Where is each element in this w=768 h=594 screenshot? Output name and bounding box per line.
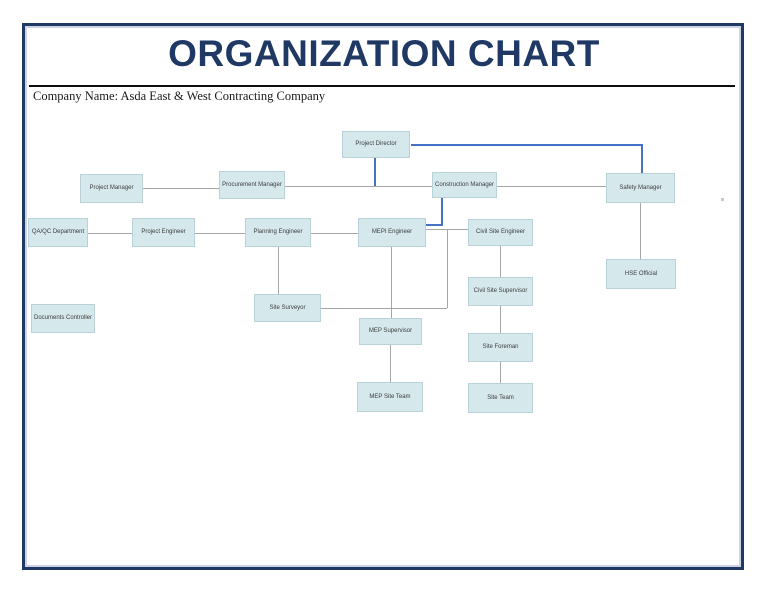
org-node-label: Project Manager	[89, 185, 134, 191]
org-node-label: Project Engineer	[141, 229, 186, 235]
connector-site-foreman--site-team	[500, 362, 501, 383]
connector-junction-drop	[447, 229, 448, 308]
org-node-label: Site Surveyor	[269, 304, 306, 311]
org-node-site-foreman: Site Foreman	[468, 333, 533, 362]
company-name-line: Company Name: Asda East & West Contracti…	[33, 89, 326, 103]
connector-civil-site-supervisor--site-foreman	[500, 306, 501, 333]
dot-artifact	[721, 198, 724, 201]
org-node-label: Project Director	[355, 141, 397, 147]
connector-civil-site-engineer--civil-site-supervisor	[500, 246, 501, 277]
page-title: ORGANIZATION CHART	[168, 33, 600, 74]
org-node-safety-manager: Safety Manager	[606, 173, 675, 203]
connector-construction-manager--mepi-h	[426, 224, 443, 226]
org-node-label: Site Team	[487, 394, 514, 401]
org-node-label: QA/QC Department	[31, 229, 85, 235]
org-node-label: MEPI Engineer	[371, 229, 413, 235]
org-node-project-director: Project Director	[342, 131, 410, 158]
page-border-frame	[22, 23, 744, 570]
org-node-construction-manager: Construction Manager	[432, 172, 497, 198]
org-node-civil-site-engineer: Civil Site Engineer	[468, 219, 533, 246]
org-node-label: Planning Engineer	[253, 229, 303, 235]
org-node-project-manager: Project Manager	[80, 174, 143, 203]
connector-safety-manager--hse-official	[640, 203, 641, 259]
org-node-planning-engineer: Planning Engineer	[245, 218, 311, 247]
org-node-label: Site Foreman	[482, 344, 519, 350]
org-node-mepi-engineer: MEPI Engineer	[358, 218, 426, 247]
org-node-label: Construction Manager	[434, 181, 495, 188]
org-node-civil-site-supervisor: Civil Site Supervisor	[468, 277, 533, 306]
connector-procurement-manager--construction-manager	[285, 186, 432, 187]
connector-construction-manager--safety-manager	[497, 186, 606, 187]
org-node-site-team: Site Team	[468, 383, 533, 413]
org-node-hse-official: HSE Official	[606, 259, 676, 289]
connector-project-director--safety-manager-v	[641, 144, 643, 173]
connector-planning-engineer--site-surveyor	[278, 247, 279, 294]
org-node-documents-controller: Documents Controller	[31, 304, 95, 333]
org-node-label: Procurement Manager	[222, 181, 282, 188]
org-node-label: Civil Site Engineer	[475, 229, 526, 235]
org-node-mep-supervisor: MEP Supervisor	[359, 318, 422, 345]
org-node-label: HSE Official	[624, 270, 658, 277]
connector-project-engineer--planning-engineer	[195, 233, 245, 234]
org-node-qaqc-department: QA/QC Department	[28, 218, 88, 247]
org-node-label: MEP Supervisor	[368, 328, 413, 334]
org-node-label: Documents Controller	[33, 315, 93, 321]
org-node-label: MEP Site Team	[369, 393, 411, 400]
connector-mepi-engineer--mep-supervisor	[391, 247, 392, 318]
connector-project-director-drop	[374, 157, 376, 186]
connector-construction-manager--mepi-v	[441, 198, 443, 224]
org-node-mep-site-team: MEP Site Team	[357, 382, 423, 412]
connector-mep-supervisor--mep-site-team	[390, 345, 391, 382]
connector-site-surveyor--junction	[321, 308, 447, 309]
org-node-procurement-manager: Procurement Manager	[219, 171, 285, 199]
title-underline-rule	[29, 85, 735, 87]
connector-qaqc--project-engineer	[88, 233, 132, 234]
org-node-project-engineer: Project Engineer	[132, 218, 195, 247]
connector-project-manager--procurement-manager	[143, 188, 219, 189]
connector-project-director--safety-manager-h	[411, 144, 643, 146]
org-node-label: Safety Manager	[619, 184, 662, 191]
org-node-label: Civil Site Supervisor	[473, 288, 528, 294]
connector-planning-engineer--mepi-engineer	[311, 233, 358, 234]
org-node-site-surveyor: Site Surveyor	[254, 294, 321, 322]
